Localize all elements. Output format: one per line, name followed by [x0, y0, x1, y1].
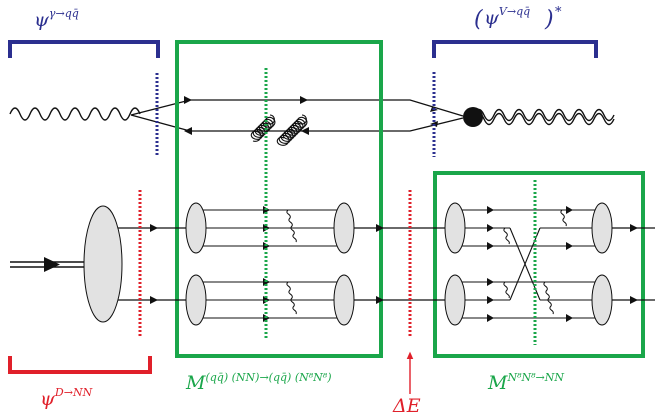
svg-text:ΔE: ΔE	[392, 395, 421, 415]
nucleon-blob	[333, 274, 355, 326]
photon-line	[9, 107, 141, 121]
svg-text:ψγ→qq̄: ψγ→qq̄	[34, 7, 79, 31]
nucleon-arrows	[150, 224, 638, 304]
svg-text:ψD→NN: ψD→NN	[40, 386, 93, 410]
svg-text:(: (	[474, 7, 483, 32]
green-box-right	[433, 171, 645, 358]
nucleon-blob	[591, 202, 613, 254]
quark-arrows	[184, 96, 438, 135]
nucleon-blob	[591, 274, 613, 326]
gluon-loops-right	[503, 209, 567, 315]
left-box-quark-lines	[196, 209, 344, 319]
right-box-quark-lines	[455, 209, 602, 319]
m-left-label: M(qq̄) (NN)→(qq̄) (N⁸N⁸)	[185, 371, 332, 394]
vector-meson-line	[473, 108, 615, 126]
nucleon-blob	[185, 274, 207, 326]
nucleon-blob	[333, 202, 355, 254]
m-right-label: MN⁸N⁸→NN	[487, 371, 564, 394]
psi-v-label: ( ψV→qq̄ ) *	[474, 5, 562, 32]
vertex-blob	[463, 107, 483, 127]
nucleon-blob	[444, 202, 466, 254]
svg-text:MN⁸N⁸→NN: MN⁸N⁸→NN	[487, 371, 564, 394]
deuteron-line	[10, 257, 85, 272]
psi-gamma-bracket	[8, 40, 160, 58]
deuteron-blob	[83, 205, 123, 323]
nucleon-blob	[185, 202, 207, 254]
svg-text:*: *	[555, 5, 562, 20]
psi-gamma-label: ψγ→qq̄	[34, 7, 79, 31]
gluon-loops-left	[286, 209, 297, 315]
psi-d-label: ψD→NN	[40, 386, 93, 410]
svg-text:ψV→qq̄: ψV→qq̄	[484, 5, 530, 29]
svg-text:M(qq̄) (NN)→(qq̄) (N⁸N⁸): M(qq̄) (NN)→(qq̄) (N⁸N⁸)	[185, 371, 332, 394]
psi-d-bracket	[8, 356, 152, 374]
psi-v-bracket	[432, 40, 598, 58]
delta-e-label: ΔE	[392, 395, 421, 415]
svg-text:): )	[544, 7, 554, 32]
exchanged-gluons	[250, 114, 308, 146]
right-box-arrows	[487, 206, 573, 322]
nucleon-blob	[444, 274, 466, 326]
green-box-left	[175, 40, 383, 358]
